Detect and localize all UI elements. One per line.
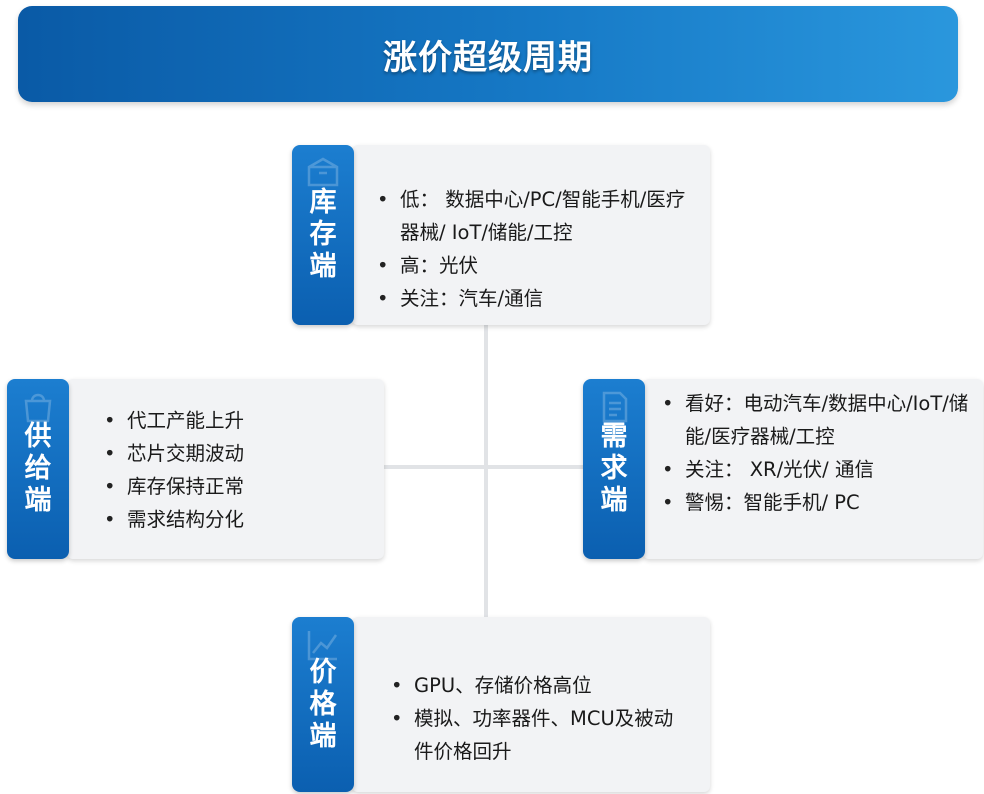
demand-label: 需 求 端 [600, 421, 628, 516]
price-label: 价 格 端 [309, 657, 337, 752]
inventory-list: 低： 数据中心/PC/智能手机/医疗器械/ IoT/储能/工控 高：光伏 关注：… [374, 183, 694, 315]
inventory-card: 低： 数据中心/PC/智能手机/医疗器械/ IoT/储能/工控 高：光伏 关注：… [292, 145, 710, 325]
supply-list: 代工产能上升 芯片交期波动 库存保持正常 需求结构分化 [101, 404, 371, 536]
list-item: 关注：汽车/通信 [374, 282, 694, 315]
list-item: 关注： XR/光伏/ 通信 [659, 453, 971, 486]
supply-card-body: 代工产能上升 芯片交期波动 库存保持正常 需求结构分化 [67, 379, 384, 559]
box-icon [307, 157, 339, 187]
price-list: GPU、存储价格高位 模拟、功率器件、MCU及被动件价格回升 [388, 669, 678, 768]
supply-card: 代工产能上升 芯片交期波动 库存保持正常 需求结构分化 供 给 端 [7, 379, 384, 559]
price-tab: 价 格 端 [292, 617, 354, 792]
list-item: 低： 数据中心/PC/智能手机/医疗器械/ IoT/储能/工控 [374, 183, 694, 249]
demand-card-body: 看好：电动汽车/数据中心/IoT/储能/医疗器械/工控 关注： XR/光伏/ 通… [643, 379, 983, 559]
list-item: 库存保持正常 [101, 470, 371, 503]
list-item: 代工产能上升 [101, 404, 371, 437]
list-item: 看好：电动汽车/数据中心/IoT/储能/医疗器械/工控 [659, 387, 971, 453]
demand-card: 看好：电动汽车/数据中心/IoT/储能/医疗器械/工控 关注： XR/光伏/ 通… [583, 379, 983, 559]
supply-tab: 供 给 端 [7, 379, 69, 559]
demand-tab: 需 求 端 [583, 379, 645, 559]
inventory-tab: 库 存 端 [292, 145, 354, 325]
shopping-bag-icon [24, 393, 52, 423]
trend-chart-icon [307, 631, 338, 661]
list-item: 芯片交期波动 [101, 437, 371, 470]
price-card-body: GPU、存储价格高位 模拟、功率器件、MCU及被动件价格回升 [352, 617, 710, 792]
list-item: 模拟、功率器件、MCU及被动件价格回升 [388, 702, 678, 768]
title-banner: 涨价超级周期 [18, 6, 958, 102]
list-item: 警惕：智能手机/ PC [659, 486, 971, 519]
price-card: GPU、存储价格高位 模拟、功率器件、MCU及被动件价格回升 价 格 端 [292, 617, 710, 792]
demand-list: 看好：电动汽车/数据中心/IoT/储能/医疗器械/工控 关注： XR/光伏/ 通… [659, 387, 971, 519]
inventory-label: 库 存 端 [309, 187, 337, 282]
list-item: 需求结构分化 [101, 503, 371, 536]
list-item: 高：光伏 [374, 249, 694, 282]
horizontal-connector [384, 465, 584, 469]
supply-label: 供 给 端 [24, 421, 52, 516]
vertical-connector [484, 325, 488, 620]
page-title: 涨价超级周期 [383, 37, 593, 78]
list-item: GPU、存储价格高位 [388, 669, 678, 702]
inventory-card-body: 低： 数据中心/PC/智能手机/医疗器械/ IoT/储能/工控 高：光伏 关注：… [352, 145, 710, 325]
document-icon [602, 391, 628, 423]
